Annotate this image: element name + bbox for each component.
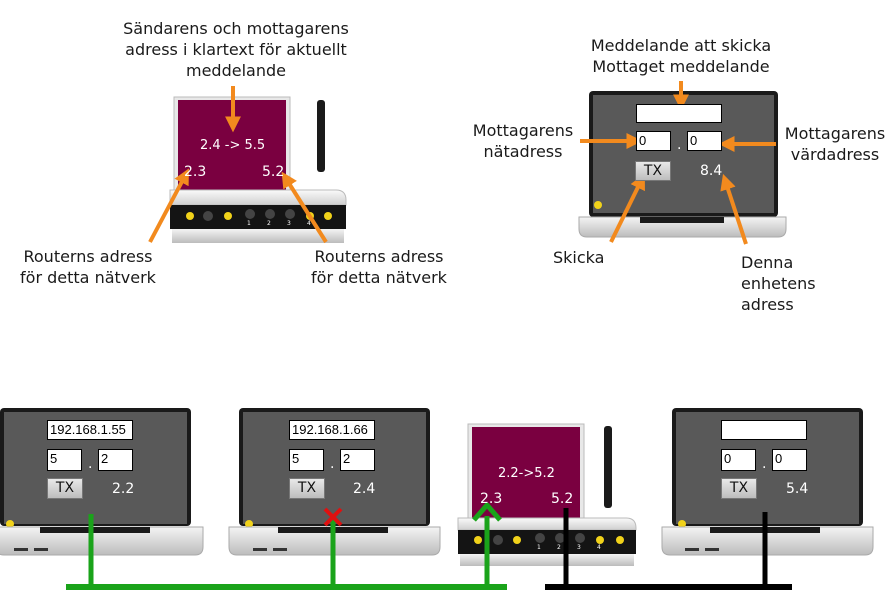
arrow-router-left xyxy=(148,168,189,243)
address-separator: . xyxy=(677,137,682,153)
address-separator: . xyxy=(330,456,335,472)
label-message: Meddelande att skicka Mottaget meddeland… xyxy=(590,36,772,76)
router-port-number: 3 xyxy=(287,220,291,227)
tx-button[interactable]: TX xyxy=(635,161,671,181)
label-router-left: Routerns adress för detta nätverk xyxy=(20,247,156,287)
device-address: 8.4 xyxy=(700,163,723,179)
error-x-mark xyxy=(323,507,343,527)
router-front-panel xyxy=(170,205,346,229)
router-port-number: 1 xyxy=(247,220,251,227)
bottom-laptop-2 xyxy=(228,408,441,556)
router-port-number: 2 xyxy=(267,220,271,227)
device-address: 2.4 xyxy=(353,481,376,497)
label-device-address: Denna enhetens adress xyxy=(741,253,816,314)
router-port-number: 1 xyxy=(537,544,541,551)
label-receiver-net: Mottagarens nätadress xyxy=(472,121,574,161)
host-address-field[interactable]: 0 xyxy=(687,131,722,151)
tx-button[interactable]: TX xyxy=(47,478,83,499)
device-address: 5.4 xyxy=(786,481,809,497)
router-right-port: 5.2 xyxy=(551,491,574,507)
host-address-field[interactable]: 0 xyxy=(772,449,807,471)
host-address-field[interactable]: 2 xyxy=(340,449,375,471)
router-right-port: 5.2 xyxy=(262,164,285,180)
host-address-field[interactable]: 2 xyxy=(98,449,133,471)
router-route-text: 2.4 -> 5.5 xyxy=(200,138,266,153)
message-field[interactable]: 192.168.1.66 xyxy=(289,420,375,440)
router-left-port: 2.3 xyxy=(480,491,503,507)
router-port-number: 4 xyxy=(307,220,311,227)
label-receiver-host: Mottagarens värdadress xyxy=(784,124,886,164)
tx-button[interactable]: TX xyxy=(721,478,757,499)
net-address-field[interactable]: 5 xyxy=(47,449,82,471)
router-left-port: 2.3 xyxy=(184,164,207,180)
net-address-field[interactable]: 0 xyxy=(636,131,671,151)
router-port-number: 3 xyxy=(577,544,581,551)
net-address-field[interactable]: 0 xyxy=(721,449,756,471)
message-field[interactable]: 192.168.1.55 xyxy=(47,420,133,440)
arrow-router-right xyxy=(281,171,328,244)
green-network xyxy=(66,502,507,590)
router-antenna xyxy=(317,100,325,172)
arrow-send xyxy=(609,173,645,243)
label-send: Skicka xyxy=(553,248,605,267)
label-sender-receiver: Sändarens och mottagarens adress i klart… xyxy=(123,19,349,80)
black-network xyxy=(545,508,792,590)
router-port-number: 2 xyxy=(557,544,561,551)
label-router-right: Routerns adress för detta nätverk xyxy=(311,247,447,287)
bottom-laptop-3 xyxy=(661,408,874,556)
router-port-number: 4 xyxy=(597,544,601,551)
address-separator: . xyxy=(88,456,93,472)
top-router xyxy=(169,96,347,243)
tx-button[interactable]: TX xyxy=(289,478,325,499)
arrow-device-address xyxy=(720,173,748,245)
message-field[interactable] xyxy=(721,420,807,440)
net-address-field[interactable]: 5 xyxy=(289,449,324,471)
address-separator: . xyxy=(762,456,767,472)
green-up-arrow xyxy=(472,502,502,522)
message-field[interactable] xyxy=(636,104,722,123)
device-address: 2.2 xyxy=(112,481,135,497)
annotation-arrows xyxy=(148,81,776,245)
router-route-text: 2.2->5.2 xyxy=(498,466,555,481)
